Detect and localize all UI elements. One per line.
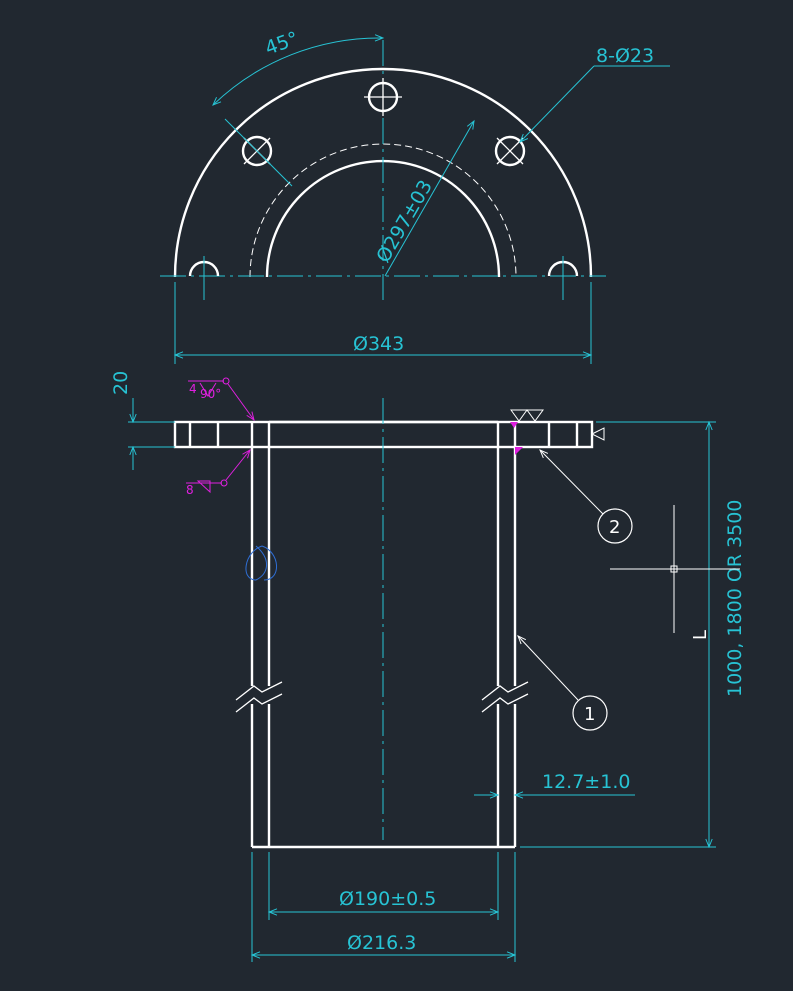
- flange-top-view: 45° 8-Ø23 Ø297±03 Ø343: [160, 28, 670, 364]
- length-label: 1000, 1800 OR 3500: [724, 500, 746, 697]
- crosshair-cursor: [610, 505, 740, 633]
- balloon-1: [572, 695, 608, 731]
- outer-dia-label: Ø216.3: [347, 932, 416, 954]
- weld-bottom-size: 8: [186, 483, 194, 497]
- holes-label: 8-Ø23: [596, 45, 654, 67]
- angle-dimension-arc: [212, 34, 385, 106]
- pipe-side-view: 20 1000, 1800 OR 3500 12.7±1.0 Ø190±0.5 …: [110, 371, 746, 962]
- surface-finish-symbol: [510, 409, 544, 422]
- datum-triangle: [590, 427, 605, 441]
- balloon-1-leader: [517, 635, 579, 701]
- length-symbol: L: [690, 630, 711, 640]
- bolt-circle-leader: [384, 119, 475, 277]
- holes-leader: [519, 65, 595, 143]
- angle-label: 45°: [262, 28, 301, 60]
- weld-symbols: 4 90° 8: [186, 377, 523, 497]
- bolt-hole-left: [224, 118, 293, 187]
- wall-label: 12.7±1.0: [542, 771, 630, 793]
- balloon-2: [597, 508, 633, 544]
- bolt-hole-half-left: [188, 256, 220, 300]
- balloon-1-label: 1: [584, 704, 595, 725]
- balloon-2-leader: [539, 449, 604, 515]
- bolt-circle-label: Ø297±03: [372, 176, 437, 266]
- thickness-label: 20: [110, 371, 132, 395]
- bolt-circle-arc: [249, 143, 517, 278]
- bolt-hole-half-right: [547, 256, 579, 300]
- weld-top-angle: 90°: [200, 387, 221, 401]
- bolt-hole-right: [494, 135, 526, 167]
- break-mark: [245, 545, 277, 581]
- break-symbol-left: [235, 681, 283, 713]
- bolt-hole-top: [364, 78, 402, 116]
- inner-dia-label: Ø190±0.5: [339, 888, 436, 910]
- flange-od-label: Ø343: [353, 333, 404, 355]
- break-symbol-right: [481, 681, 529, 713]
- weld-top-size: 4: [189, 382, 197, 396]
- balloon-2-label: 2: [609, 517, 620, 538]
